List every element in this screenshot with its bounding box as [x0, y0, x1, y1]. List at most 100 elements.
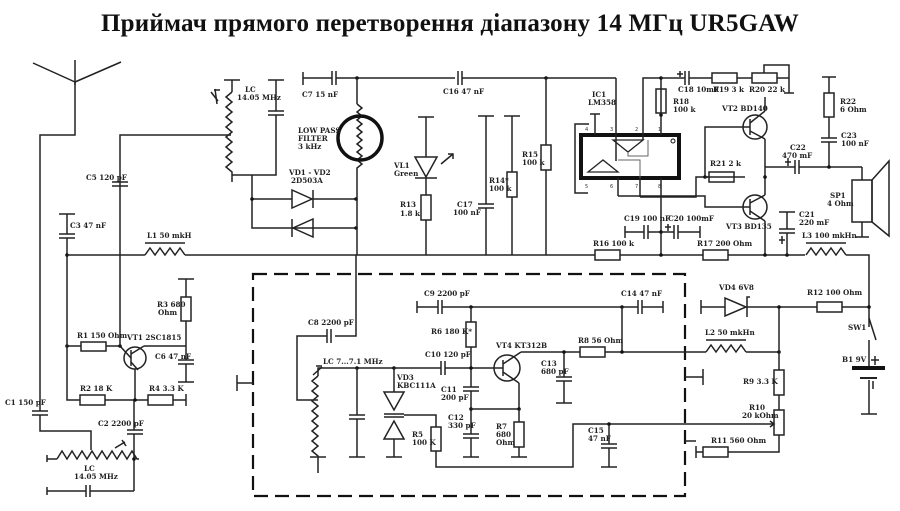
label-b1: B1 9V — [842, 355, 867, 364]
label-r14-name: R14* — [489, 176, 509, 185]
resistor-r7 — [511, 409, 527, 458]
label-r7-unit: Ohm — [496, 438, 515, 447]
resistor-r3 — [178, 278, 194, 360]
label-lpf-line3: 3 kHz — [298, 142, 321, 151]
ic-pin-3: 3 — [610, 127, 613, 133]
label-r10-value: 20 kOhm — [742, 411, 779, 420]
resistor-r12 — [816, 301, 869, 313]
label-r3-value: R3 680 — [157, 300, 185, 309]
resistor-r5 — [430, 423, 685, 468]
zener-vd4 — [700, 296, 817, 370]
ic-pin-1: 1 — [658, 127, 661, 133]
label-c8: C8 2200 pF — [308, 318, 355, 327]
ic-pin-2: 2 — [635, 127, 638, 133]
label-r13-name: R13 — [400, 200, 416, 209]
label-c14: C14 47 nF — [621, 289, 663, 298]
capacitor-c18 — [661, 71, 712, 85]
label-r1: R1 150 Ohm — [77, 331, 127, 340]
label-c13-value: 680 pF — [541, 367, 570, 376]
capacitor-c16 — [457, 71, 616, 85]
resistor-r17 — [702, 249, 805, 261]
label-c18: C18 10mF — [678, 85, 720, 94]
ic-pin-6: 6 — [610, 184, 613, 190]
label-r2: R2 18 K — [80, 384, 113, 393]
label-r10-name: R10 — [749, 403, 765, 412]
label-r19: R19 3 k — [713, 85, 745, 94]
label-vt4: VT4 KT312B — [495, 341, 547, 350]
label-r15-value: 100 k — [522, 158, 546, 167]
label-l3: L3 100 mkHn — [802, 231, 857, 240]
label-c15-value: 47 nF — [588, 434, 612, 443]
label-r14-value: 100 k — [489, 184, 513, 193]
capacitor-c2 — [127, 400, 143, 459]
ic-pin-5: 5 — [585, 184, 588, 190]
transistor-vt2 — [704, 105, 768, 195]
label-r20: R20 22 k — [749, 85, 786, 94]
label-r18-value: 100 k — [673, 105, 697, 114]
label-c12-name: C12 — [448, 413, 464, 422]
resistor-r11 — [695, 446, 729, 458]
transistor-vt3 — [742, 194, 768, 255]
label-r17: R17 200 Ohm — [697, 239, 752, 248]
label-sp1-value: 4 Ohm — [827, 199, 854, 208]
resistor-r1 — [67, 341, 120, 352]
capacitor-c12 — [463, 433, 479, 458]
shielded-section-border — [251, 272, 687, 498]
speaker-sp1 — [851, 159, 890, 238]
label-l2: L2 50 mkHn — [705, 328, 755, 337]
inductor-l3 — [805, 242, 870, 327]
label-lc2-name: LC — [84, 464, 95, 473]
label-c12-value: 330 pF — [448, 421, 477, 430]
label-r21: R21 2 k — [710, 159, 742, 168]
capacitor-c17 — [478, 115, 494, 255]
label-r16: R16 100 k — [593, 239, 635, 248]
resistor-r9 — [773, 369, 785, 410]
capacitor-c6 — [178, 359, 194, 383]
label-r7-value: 680 — [496, 430, 511, 439]
transistor-vt1 — [119, 345, 186, 400]
label-c6: C6 47 nF — [155, 352, 192, 361]
label-c23-name: C23 — [841, 131, 857, 140]
label-sp1-name: SP1 — [830, 191, 846, 200]
resistor-r13 — [420, 194, 432, 255]
label-c22-value: 470 mF — [782, 151, 813, 160]
label-c7: C7 15 nF — [302, 90, 339, 99]
inductor-lc2 — [46, 439, 139, 497]
label-vt1: VT1 2SC1815 — [126, 333, 181, 342]
label-c17-value: 100 nF — [453, 208, 482, 217]
switch-sw1 — [868, 317, 877, 358]
resistor-r19 — [711, 72, 752, 84]
label-ic1-name: IC1 — [592, 90, 606, 99]
capacitor-c13 — [556, 352, 572, 404]
inductor-lc3 — [310, 365, 395, 473]
capacitor-c5 — [112, 134, 231, 346]
label-c21-value: 220 mF — [799, 218, 830, 227]
label-r22-name: R22 — [840, 97, 856, 106]
transistor-vt4 — [471, 351, 580, 410]
ic-pin-7: 7 — [635, 184, 638, 190]
label-c20: C20 100mF — [668, 214, 715, 223]
label-r5-value: 100 K — [412, 438, 437, 447]
label-c9: C9 2200 pF — [424, 289, 471, 298]
varicap-vd3 — [382, 368, 437, 458]
label-vd4: VD4 6V8 — [718, 283, 754, 292]
label-r15-name: R15 — [522, 150, 538, 159]
resistor-r15 — [540, 78, 552, 255]
label-vd12-name: VD1 - VD2 — [288, 168, 331, 177]
label-c22-name: C22 — [790, 143, 806, 152]
label-l1: L1 50 mkH — [147, 231, 192, 240]
inductor-lc1 — [210, 79, 284, 182]
label-c10: C10 120 pF — [425, 350, 472, 359]
label-r13-value: 1.8 k — [400, 209, 421, 218]
label-c16: C16 47 nF — [443, 87, 485, 96]
label-c2: C2 2200 pF — [98, 419, 145, 428]
capacitor-c14 — [622, 300, 664, 314]
inductor-l1 — [67, 242, 595, 257]
diodes-vd1-vd2 — [251, 175, 356, 239]
label-vl1-color: Green — [394, 169, 419, 178]
label-r11: R11 560 Ohm — [711, 436, 766, 445]
capacitor-c19 — [624, 225, 661, 239]
label-c11-name: C11 — [441, 385, 457, 394]
capacitor-c1 — [32, 395, 92, 450]
led-vl1 — [413, 116, 454, 195]
